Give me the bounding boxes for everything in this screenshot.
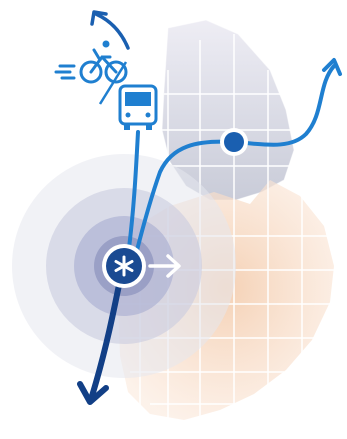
bus-icon [118,84,158,130]
mode-divider [98,61,128,105]
station-dot-icon [220,128,248,156]
bicycle-icon [54,40,128,84]
curved-arrow-icon [94,12,130,50]
curved-arrow-head [90,10,108,26]
asterisk-icon [102,244,146,288]
route-arrow-head [322,58,342,76]
bus-route-line [126,130,140,258]
right-arrow-icon [148,254,181,278]
down-arrow-head [77,381,109,405]
